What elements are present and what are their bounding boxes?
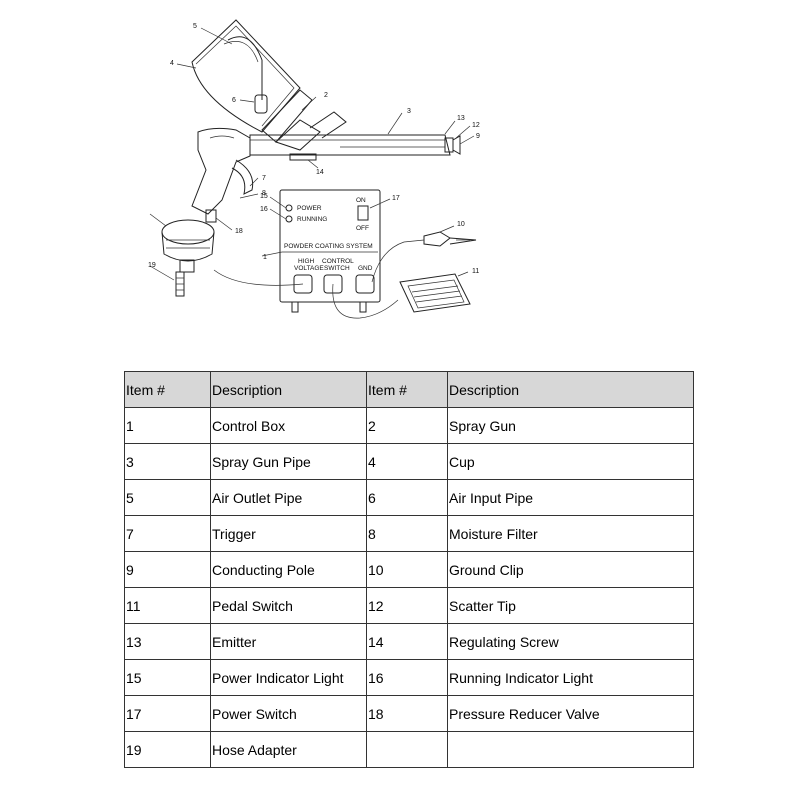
panel-voltage-label: VOLTAGE bbox=[294, 265, 324, 272]
description-cell: Pedal Switch bbox=[210, 587, 367, 624]
callout-7: 7 bbox=[262, 175, 266, 182]
item-number-cell: 15 bbox=[124, 659, 211, 696]
header-description: Description bbox=[447, 371, 694, 408]
description-cell: Moisture Filter bbox=[447, 515, 694, 552]
table-row: 17 Power Switch 18 Pressure Reducer Valv… bbox=[124, 695, 694, 732]
item-number-cell bbox=[366, 731, 448, 768]
item-number-cell: 17 bbox=[124, 695, 211, 732]
moisture-filter-illustration bbox=[161, 219, 215, 297]
table-row: 11 Pedal Switch 12 Scatter Tip bbox=[124, 587, 694, 624]
description-cell: Control Box bbox=[210, 407, 367, 444]
callout-1: 1 bbox=[263, 254, 267, 261]
item-number-cell: 10 bbox=[366, 551, 448, 588]
table-row: 1 Control Box 2 Spray Gun bbox=[124, 407, 694, 444]
callout-5: 5 bbox=[193, 23, 197, 30]
callout-9: 9 bbox=[476, 133, 480, 140]
panel-running-label: RUNNING bbox=[297, 216, 327, 223]
table-row: 3 Spray Gun Pipe 4 Cup bbox=[124, 443, 694, 480]
callout-14: 14 bbox=[316, 169, 324, 176]
control-box-illustration: POWER RUNNING ON OFF POWDER COATING SYST… bbox=[279, 189, 381, 313]
table-row: 13 Emitter 14 Regulating Screw bbox=[124, 623, 694, 660]
powder-coating-diagram: POWER RUNNING ON OFF POWDER COATING SYST… bbox=[0, 0, 800, 360]
item-number-cell: 16 bbox=[366, 659, 448, 696]
description-cell: Scatter Tip bbox=[447, 587, 694, 624]
callout-17: 17 bbox=[392, 195, 400, 202]
callout-4: 4 bbox=[170, 60, 174, 67]
table-row: 9 Conducting Pole 10 Ground Clip bbox=[124, 551, 694, 588]
header-item-number: Item # bbox=[124, 371, 211, 408]
item-number-cell: 5 bbox=[124, 479, 211, 516]
callout-10: 10 bbox=[457, 221, 465, 228]
panel-on-label: ON bbox=[356, 197, 366, 204]
description-cell: Air Outlet Pipe bbox=[210, 479, 367, 516]
callout-6: 6 bbox=[232, 97, 236, 104]
item-number-cell: 3 bbox=[124, 443, 211, 480]
item-number-cell: 7 bbox=[124, 515, 211, 552]
description-cell: Power Indicator Light bbox=[210, 659, 367, 696]
item-number-cell: 8 bbox=[366, 515, 448, 552]
item-number-cell: 2 bbox=[366, 407, 448, 444]
callout-numbers: 1 2 3 4 5 6 7 8 9 10 11 12 13 14 15 16 1… bbox=[148, 23, 480, 275]
callout-16: 16 bbox=[260, 206, 268, 213]
description-cell: Regulating Screw bbox=[447, 623, 694, 660]
description-cell: Hose Adapter bbox=[210, 731, 367, 768]
table-row: 5 Air Outlet Pipe 6 Air Input Pipe bbox=[124, 479, 694, 516]
callout-13: 13 bbox=[457, 115, 465, 122]
panel-gnd-label: GND bbox=[358, 265, 373, 272]
item-number-cell: 12 bbox=[366, 587, 448, 624]
callout-18: 18 bbox=[235, 228, 243, 235]
description-cell: Trigger bbox=[210, 515, 367, 552]
item-number-cell: 14 bbox=[366, 623, 448, 660]
panel-off-label: OFF bbox=[356, 225, 369, 232]
spray-gun-illustration bbox=[191, 111, 461, 223]
item-number-cell: 11 bbox=[124, 587, 211, 624]
item-number-cell: 6 bbox=[366, 479, 448, 516]
item-number-cell: 19 bbox=[124, 731, 211, 768]
item-number-cell: 9 bbox=[124, 551, 211, 588]
parts-table: Item # Description Item # Description 1 … bbox=[124, 371, 694, 768]
description-cell bbox=[447, 731, 694, 768]
description-cell: Conducting Pole bbox=[210, 551, 367, 588]
panel-high-label: HIGH bbox=[298, 258, 315, 265]
header-item-number: Item # bbox=[366, 371, 448, 408]
description-cell: Cup bbox=[447, 443, 694, 480]
description-cell: Spray Gun bbox=[447, 407, 694, 444]
panel-title: POWDER COATING SYSTEM bbox=[284, 243, 373, 250]
table-row: 15 Power Indicator Light 16 Running Indi… bbox=[124, 659, 694, 696]
ground-clip-illustration bbox=[423, 231, 477, 247]
header-description: Description bbox=[210, 371, 367, 408]
callout-11: 11 bbox=[472, 268, 479, 275]
callout-2: 2 bbox=[324, 92, 328, 99]
description-cell: Ground Clip bbox=[447, 551, 694, 588]
panel-switch-label: SWITCH bbox=[324, 265, 350, 272]
diagram-drawing: POWER RUNNING ON OFF POWDER COATING SYST… bbox=[148, 19, 480, 319]
description-cell: Emitter bbox=[210, 623, 367, 660]
table-header-row: Item # Description Item # Description bbox=[124, 371, 694, 408]
description-cell: Spray Gun Pipe bbox=[210, 443, 367, 480]
item-number-cell: 4 bbox=[366, 443, 448, 480]
table-row: 19 Hose Adapter bbox=[124, 731, 694, 768]
description-cell: Pressure Reducer Valve bbox=[447, 695, 694, 732]
item-number-cell: 1 bbox=[124, 407, 211, 444]
item-number-cell: 13 bbox=[124, 623, 211, 660]
cables bbox=[213, 239, 425, 319]
description-cell: Air Input Pipe bbox=[447, 479, 694, 516]
cup-illustration bbox=[191, 19, 313, 143]
panel-power-label: POWER bbox=[297, 205, 322, 212]
callout-8: 8 bbox=[262, 190, 266, 197]
callout-19: 19 bbox=[148, 262, 156, 269]
callout-3: 3 bbox=[407, 108, 411, 115]
panel-control-label: CONTROL bbox=[322, 258, 354, 265]
item-number-cell: 18 bbox=[366, 695, 448, 732]
description-cell: Power Switch bbox=[210, 695, 367, 732]
leader-lines bbox=[149, 27, 475, 281]
description-cell: Running Indicator Light bbox=[447, 659, 694, 696]
callout-15: 15 bbox=[260, 193, 268, 200]
table-row: 7 Trigger 8 Moisture Filter bbox=[124, 515, 694, 552]
callout-12: 12 bbox=[472, 122, 480, 129]
pedal-switch-illustration bbox=[399, 273, 471, 313]
